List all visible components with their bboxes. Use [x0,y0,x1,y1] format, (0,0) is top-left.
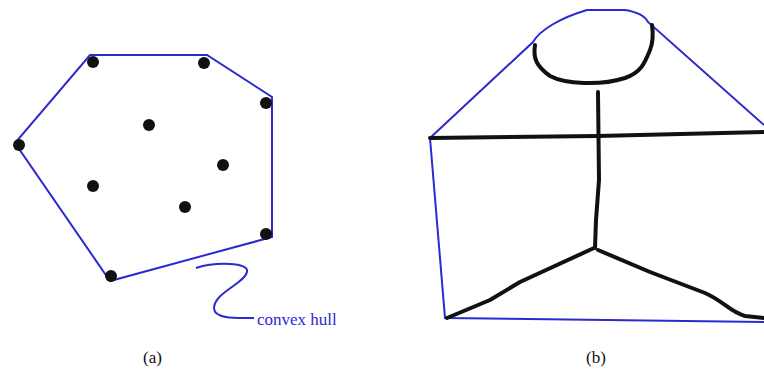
leader-line [196,264,254,318]
panel-label: (a) [143,349,162,366]
callout-label: convex hull [257,311,337,328]
stick-figure [430,25,764,318]
panel-label: (b) [586,349,606,366]
point-set [13,56,272,282]
hull-outline [15,55,272,281]
